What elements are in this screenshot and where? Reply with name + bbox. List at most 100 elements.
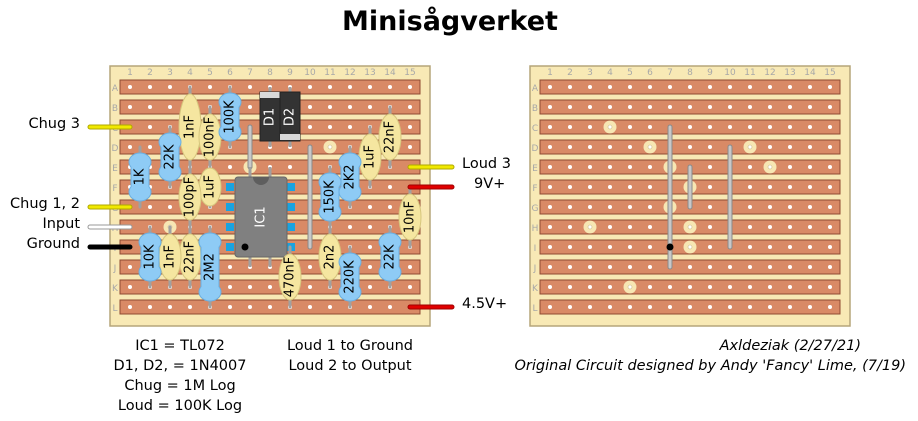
resistor-label: 100K [223, 100, 238, 134]
cut-col-label: 7 [667, 68, 673, 78]
cut-hole [708, 305, 712, 309]
capacitor-body [278, 253, 302, 301]
cut-row-label: H [532, 224, 539, 234]
layout-row-label: L [112, 304, 117, 314]
cut-hole [668, 285, 672, 289]
cut-hole [648, 265, 652, 269]
cut-hole [828, 245, 832, 249]
cut-hole [608, 165, 612, 169]
layout-col-label: 15 [404, 68, 415, 78]
layout-row-label: B [112, 104, 118, 114]
ic-pin [287, 183, 295, 191]
cut-col-label: 13 [784, 68, 795, 78]
diode-label: D1 [263, 108, 278, 126]
layout-hole [408, 285, 412, 289]
layout-hole [168, 305, 172, 309]
cut-hole [648, 165, 652, 169]
layout-col-label: 1 [127, 68, 133, 78]
layout-hole [128, 265, 132, 269]
cut-col-label: 12 [764, 68, 775, 78]
cut-hole [728, 85, 732, 89]
layout-hole [368, 245, 372, 249]
cut-hole [708, 165, 712, 169]
cut-hole [828, 125, 832, 129]
capacitor-label: 470nF [283, 257, 298, 298]
cut-hole [608, 225, 612, 229]
layout-col-label: 13 [364, 68, 375, 78]
capacitor-label: 2n2 [323, 245, 338, 270]
layout-hole [268, 305, 272, 309]
layout-row-label: A [112, 84, 119, 94]
wire-label-right: Loud 3 [462, 156, 511, 172]
layout-row-label: K [112, 284, 119, 294]
layout-hole [148, 205, 152, 209]
cut-hole [788, 225, 792, 229]
cut-hole [808, 305, 812, 309]
cut-col-label: 11 [744, 68, 755, 78]
resistor-label: 22K [163, 144, 178, 170]
track-cut-hole [647, 144, 653, 150]
cut-hole [788, 245, 792, 249]
junction-dot [666, 243, 674, 251]
cut-hole [608, 85, 612, 89]
diode-body [279, 91, 301, 142]
cut-hole [748, 305, 752, 309]
cut-hole [588, 265, 592, 269]
layout-col-label: 4 [187, 68, 193, 78]
layout-hole [228, 265, 232, 269]
cut-row-label: C [532, 124, 538, 134]
layout-hole [308, 305, 312, 309]
cut-hole [628, 145, 632, 149]
cut-hole [768, 105, 772, 109]
cut-hole [608, 285, 612, 289]
layout-hole [248, 105, 252, 109]
cut-row-label: K [532, 284, 539, 294]
ic-pin [226, 223, 234, 231]
cut-hole [588, 205, 592, 209]
cut-hole [648, 225, 652, 229]
capacitor-label: 1nF [183, 115, 198, 139]
cut-hole [668, 305, 672, 309]
note-loud: Loud = 100K Log [117, 398, 243, 414]
cut-hole [568, 105, 572, 109]
layout-hole [268, 285, 272, 289]
cut-hole [788, 105, 792, 109]
track-cut-hole [747, 144, 753, 150]
cut-hole [548, 225, 552, 229]
credits: Axldeziak (2/27/21) Original Circuit des… [446, 336, 906, 376]
resistor-fill [161, 142, 179, 172]
cut-hole [728, 285, 732, 289]
layout-col-label: 10 [304, 68, 316, 78]
layout-hole [148, 105, 152, 109]
layout-row-label: E [112, 164, 118, 174]
wire-label-left: Ground [26, 236, 80, 252]
layout-hole [208, 85, 212, 89]
cut-hole [788, 265, 792, 269]
cut-col-label: 2 [567, 68, 573, 78]
cut-row-label: I [534, 244, 537, 254]
capacitor-body [378, 113, 402, 161]
layout-hole [148, 145, 152, 149]
cut-hole [628, 245, 632, 249]
cut-hole [608, 145, 612, 149]
cut-hole [688, 125, 692, 129]
resistor-fill [381, 242, 399, 272]
layout-hole [348, 85, 352, 89]
cut-hole [728, 125, 732, 129]
layout-hole [228, 165, 232, 169]
cut-col-label: 4 [607, 68, 613, 78]
cut-hole [628, 125, 632, 129]
cut-hole [808, 285, 812, 289]
cut-hole [628, 105, 632, 109]
cut-col-label: 5 [627, 68, 633, 78]
layout-hole [248, 85, 252, 89]
cut-hole [708, 145, 712, 149]
capacitor-label: 10nF [403, 201, 418, 233]
cut-hole [808, 225, 812, 229]
cut-hole [748, 125, 752, 129]
cut-col-label: 6 [647, 68, 653, 78]
layout-hole [328, 305, 332, 309]
track-cut-hole [687, 224, 693, 230]
cut-hole [828, 145, 832, 149]
cut-hole [688, 145, 692, 149]
